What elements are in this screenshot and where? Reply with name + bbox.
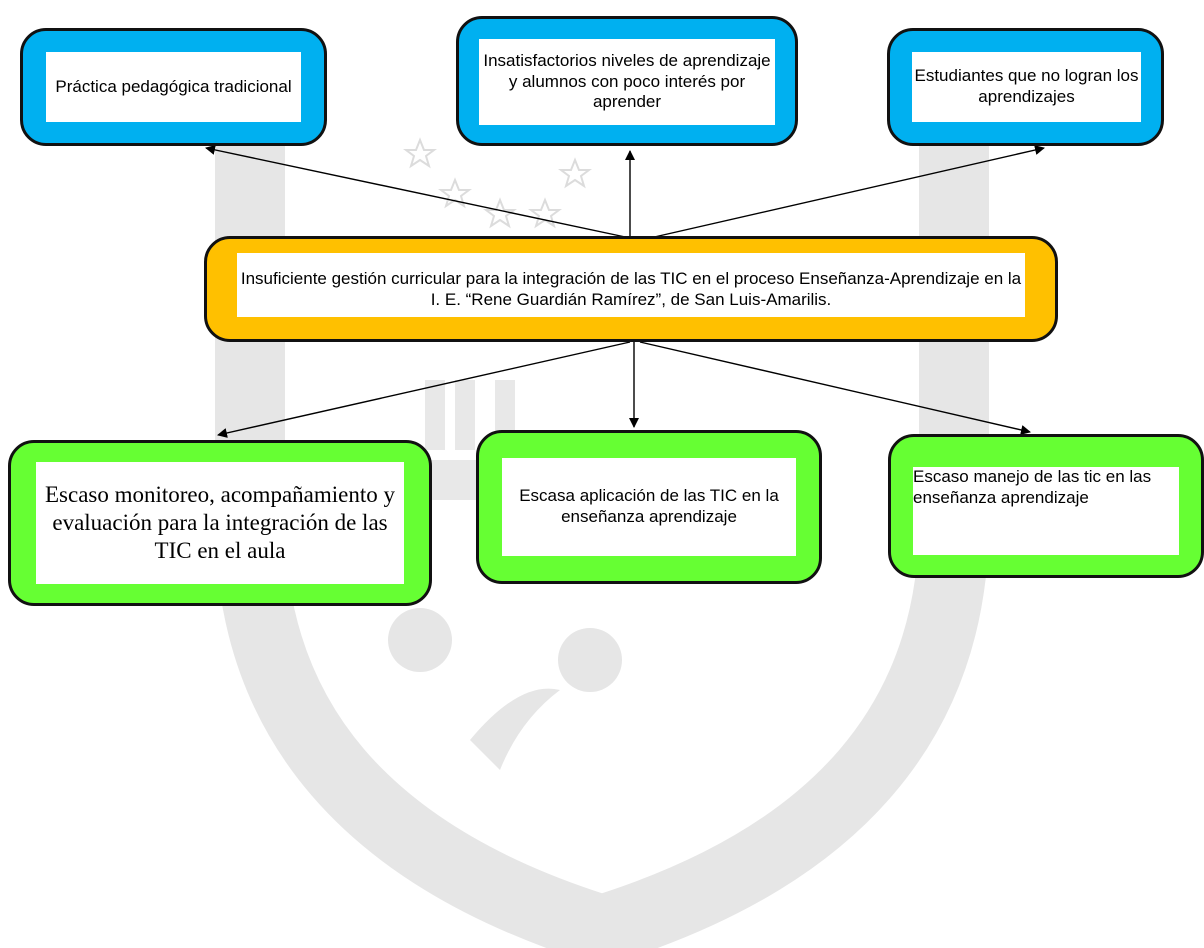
effect-text-3: Estudiantes que no logran los aprendizaj… — [914, 66, 1139, 106]
cause-text-2: Escasa aplicación de las TIC en la enseñ… — [519, 486, 779, 526]
arrow-to-cause-3 — [639, 341, 1031, 435]
cause-box-1: Escaso monitoreo, acompañamiento y evalu… — [8, 440, 432, 606]
star-icon — [403, 137, 592, 229]
cause-text-1: Escaso monitoreo, acompañamiento y evalu… — [44, 481, 395, 564]
effect-text-1: Práctica pedagógica tradicional — [55, 76, 292, 96]
flower-icon — [388, 608, 622, 770]
cause-text-3: Escaso manejo de las tic en las enseñanz… — [913, 467, 1152, 507]
cause-box-2: Escasa aplicación de las TIC en la enseñ… — [476, 430, 822, 584]
effect-box-1: Práctica pedagógica tradicional — [20, 28, 327, 146]
cause-box-3: Escaso manejo de las tic en las enseñanz… — [888, 434, 1204, 578]
arrow-to-effect-1 — [205, 144, 631, 239]
effect-box-2: Insatisfactorios niveles de aprendizaje … — [456, 16, 798, 146]
arrow-to-cause-1 — [217, 341, 631, 438]
arrow-to-effect-3 — [649, 145, 1045, 239]
central-problem-box: Insuficiente gestión curricular para la … — [204, 236, 1058, 342]
effect-text-2: Insatisfactorios niveles de aprendizaje … — [483, 50, 771, 112]
effect-box-3: Estudiantes que no logran los aprendizaj… — [887, 28, 1164, 146]
central-problem-text: Insuficiente gestión curricular para la … — [240, 269, 1022, 309]
